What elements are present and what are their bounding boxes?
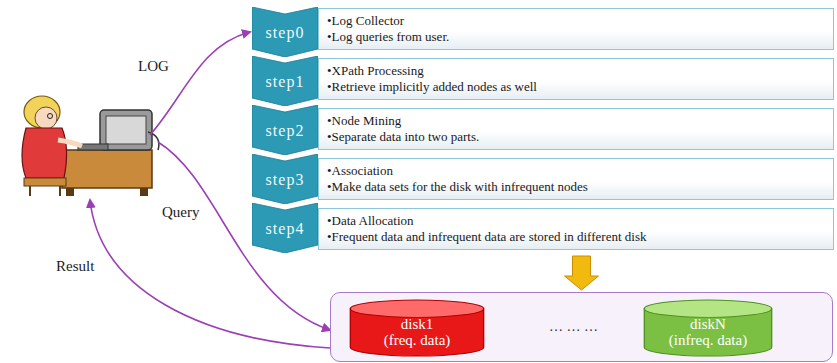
node-text: •Log queries from user.	[327, 29, 825, 45]
node-text: •XPath Processing	[327, 63, 825, 79]
step-chevron: step4	[252, 203, 318, 253]
node-text: •Data Allocation	[327, 213, 825, 229]
disk-container: … … … disk1(freq. data) diskN(infreq. data…	[330, 292, 833, 362]
node-text: step2	[266, 122, 305, 140]
node-text: diskN	[690, 316, 726, 332]
node-text: step3	[266, 171, 305, 189]
result-arrow	[90, 200, 330, 348]
disk-cylinder: disk1(freq. data)	[349, 299, 485, 357]
query-arrow	[158, 142, 330, 330]
flow-label: LOG	[138, 58, 169, 75]
node-text: step1	[266, 73, 305, 91]
node-text: •Separate data into two parts.	[327, 129, 825, 145]
user-body	[22, 128, 67, 178]
step-description-box: •Data Allocation•Frequent data and infre…	[318, 208, 834, 250]
node-text: (infreq. data)	[669, 332, 747, 348]
node-text: step4	[266, 220, 305, 238]
step-chevron: step3	[252, 154, 318, 204]
step-description-box: •XPath Processing•Retrieve implicitly ad…	[318, 58, 834, 100]
step-description-box: •Node Mining•Separate data into two part…	[318, 108, 834, 150]
step-description-box: •Log Collector•Log queries from user.	[318, 8, 834, 50]
step-description-box: •Association•Make data sets for the disk…	[318, 158, 834, 200]
node-text: step0	[266, 24, 305, 42]
step-chevron: step2	[252, 105, 318, 155]
node-text: (freq. data)	[384, 332, 451, 348]
flow-label: Result	[56, 258, 94, 275]
node-text: •Retrieve implicitly added nodes as well	[327, 79, 825, 95]
flow-label: Query	[162, 204, 200, 221]
node-text: •Make data sets for the disk with infreq…	[327, 179, 825, 195]
desk	[62, 150, 152, 188]
step-chevron: step0	[252, 7, 318, 57]
block-arrow	[565, 256, 599, 290]
step-chevron: step1	[252, 56, 318, 106]
log-arrow	[150, 32, 250, 135]
node-text: •Association	[327, 163, 825, 179]
user-head	[24, 96, 60, 128]
node-text: •Node Mining	[327, 113, 825, 129]
node-text: •Frequent data and infrequent data are s…	[327, 229, 825, 245]
node-text: •Log Collector	[327, 13, 825, 29]
node-text: … … …	[549, 319, 598, 335]
disk-cylinder: diskN(infreq. data)	[643, 299, 773, 357]
node-text: disk1	[401, 316, 434, 332]
